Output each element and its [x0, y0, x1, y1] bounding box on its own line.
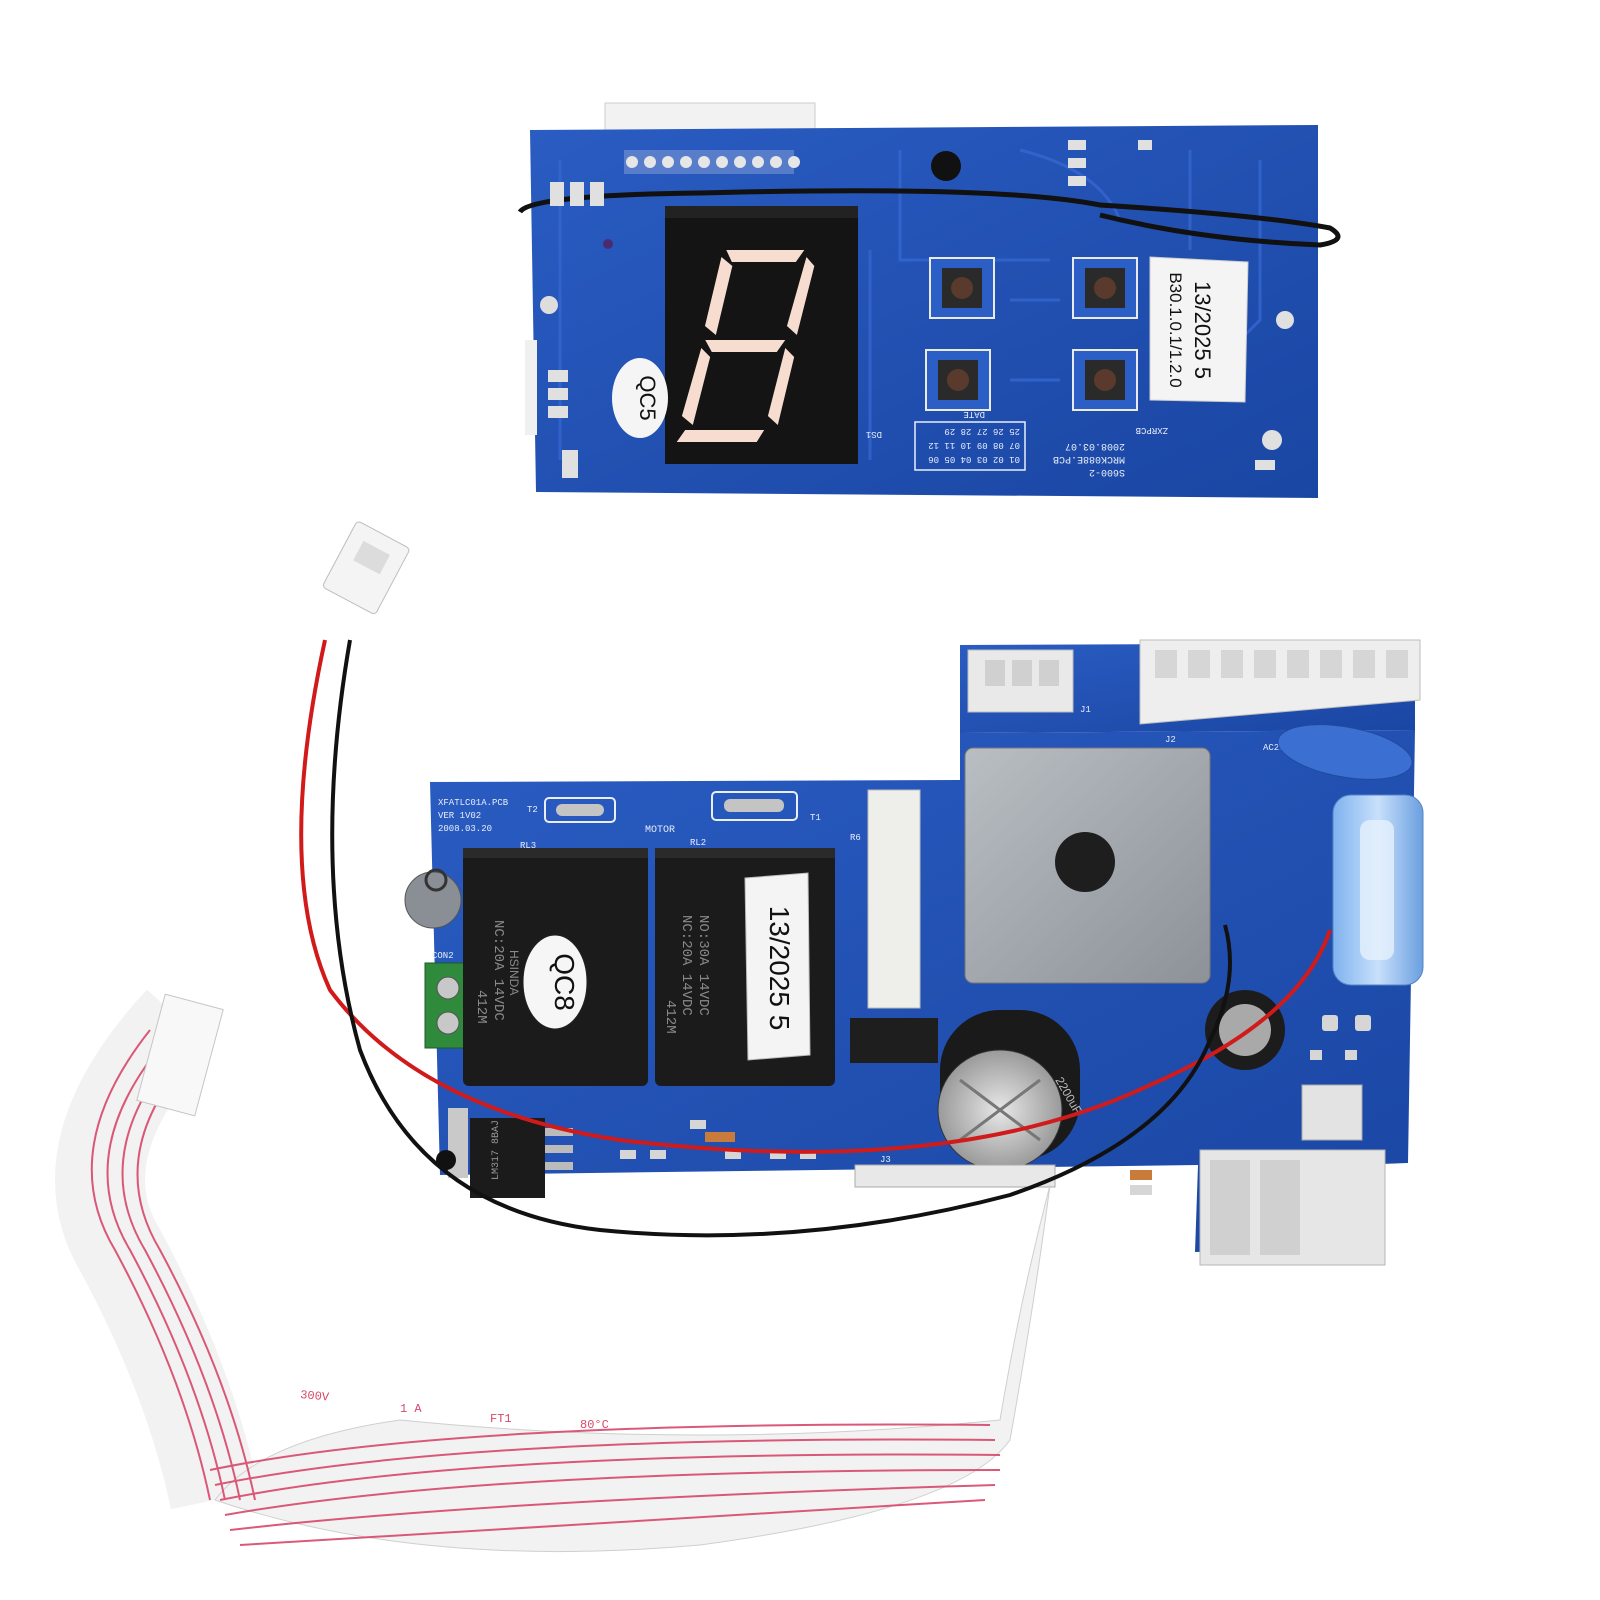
silk-date: 2008.03.07: [1065, 440, 1125, 451]
fuse: [1332, 794, 1424, 986]
silk-j2: J2: [1165, 735, 1176, 745]
silk-r6: R6: [850, 833, 861, 843]
silk-con2: CON2: [432, 951, 454, 961]
relay-sticker-text: 13/2025 5: [764, 906, 795, 1031]
tactile-switches: [925, 257, 1138, 411]
silk-rl3: RL3: [520, 841, 536, 851]
relay-2: NO:30A 14VDC NC:20A 14VDC 412M 13/2025 5: [655, 848, 835, 1086]
silk-motor: MOTOR: [645, 825, 675, 836]
relay2-spec1: NO:30A 14VDC: [695, 915, 711, 1016]
relay2-spec2: NC:20A 14VDC: [678, 915, 694, 1016]
regulator-label: LM317 8BAJ: [491, 1120, 502, 1180]
connector-j2: [1139, 639, 1421, 725]
relay1-spec2: 412M: [473, 990, 489, 1024]
connector-small: [1301, 1084, 1363, 1141]
date-grid-row3: 25 26 27 28 29: [944, 426, 1020, 436]
date-grid: 01 02 03 04 05 06 07 08 09 10 11 12 25 2…: [914, 409, 1026, 471]
silk-t1: T1: [810, 813, 821, 823]
black-wire: [330, 639, 1232, 1238]
silk-rl2: RL2: [690, 838, 706, 848]
silk-ds1: DS1: [866, 429, 882, 439]
relay1-brand: HSINDA: [507, 950, 521, 995]
smd-parts: [548, 140, 1294, 478]
display-silkscreen: S600-2 MRCK088E.PCB 2008.03.07: [1053, 440, 1125, 477]
wire-plug: [322, 521, 410, 615]
display-sticker-line1: 13/2025 5: [1190, 281, 1215, 379]
voltage-regulator: LM317 8BAJ: [436, 1108, 573, 1198]
connector-bottom-right: [1199, 1149, 1386, 1266]
silk-j1: J1: [1080, 705, 1091, 715]
display-board: QC5: [517, 102, 1341, 498]
relay1-spec1: NC:20A 14VDC: [490, 920, 506, 1021]
date-grid-row1: 01 02 03 04 05 06: [928, 454, 1020, 464]
relay-qc-stamp: QC8: [549, 953, 580, 1011]
ribbon-cable: 300V 1 A FT1 80°C: [55, 989, 1051, 1553]
seven-segment-display: [665, 206, 858, 464]
pin-header: [624, 150, 800, 174]
ribbon-print-current: 1 A: [400, 1402, 422, 1416]
connector-j1: [967, 649, 1074, 713]
control-board: XFATLC01A.PCB VER 1V02 2008.03.20 MOTOR …: [404, 639, 1424, 1266]
x-capacitor: [1277, 724, 1413, 780]
silk-pcb: XFATLC01A.PCB: [438, 798, 509, 808]
antenna-wire: [517, 188, 1341, 248]
relay-1: QC8 HSINDA NC:20A 14VDC 412M: [463, 848, 648, 1086]
display-sticker: 13/2025 5 B30.1.0.1/1.2.0: [1149, 256, 1249, 403]
ribbon-connector: [136, 993, 224, 1117]
date-grid-row2: 07 08 09 10 11 12: [928, 440, 1020, 450]
motor-terminals: [544, 791, 798, 823]
silk-ver: VER 1V02: [438, 811, 481, 821]
display-sticker-line2: B30.1.0.1/1.2.0: [1166, 272, 1185, 387]
qc-stamp-text: QC5: [635, 375, 660, 420]
red-wire: [299, 639, 1332, 1154]
ribbon-print-voltage: 300V: [300, 1388, 331, 1405]
silk-t2: T2: [527, 805, 538, 815]
silk-series: S600-2: [1089, 466, 1125, 477]
mounting-screw: [404, 871, 462, 929]
ribbon-print-code: FT1: [490, 1412, 512, 1426]
relay2-spec3: 412M: [662, 1000, 678, 1034]
connector-j3: [854, 1164, 1056, 1188]
power-resistor: [867, 789, 921, 1009]
control-smd-parts: [620, 1015, 1371, 1195]
qc-stamp: QC5: [612, 358, 668, 438]
silk-model: MRCK088E.PCB: [1053, 453, 1125, 464]
silk-date-control: 2008.03.20: [438, 824, 492, 834]
small-capacitor: [1205, 990, 1285, 1070]
ribbon-print-temp: 80°C: [580, 1418, 609, 1432]
ir-receiver: [931, 151, 961, 181]
power-wire-pair: [299, 521, 1332, 1238]
silk-j3: J3: [880, 1155, 891, 1165]
date-label: DATE: [963, 409, 985, 419]
silk-brand: ZXRPCB: [1135, 425, 1168, 435]
bridge-rectifier: [964, 747, 1211, 984]
